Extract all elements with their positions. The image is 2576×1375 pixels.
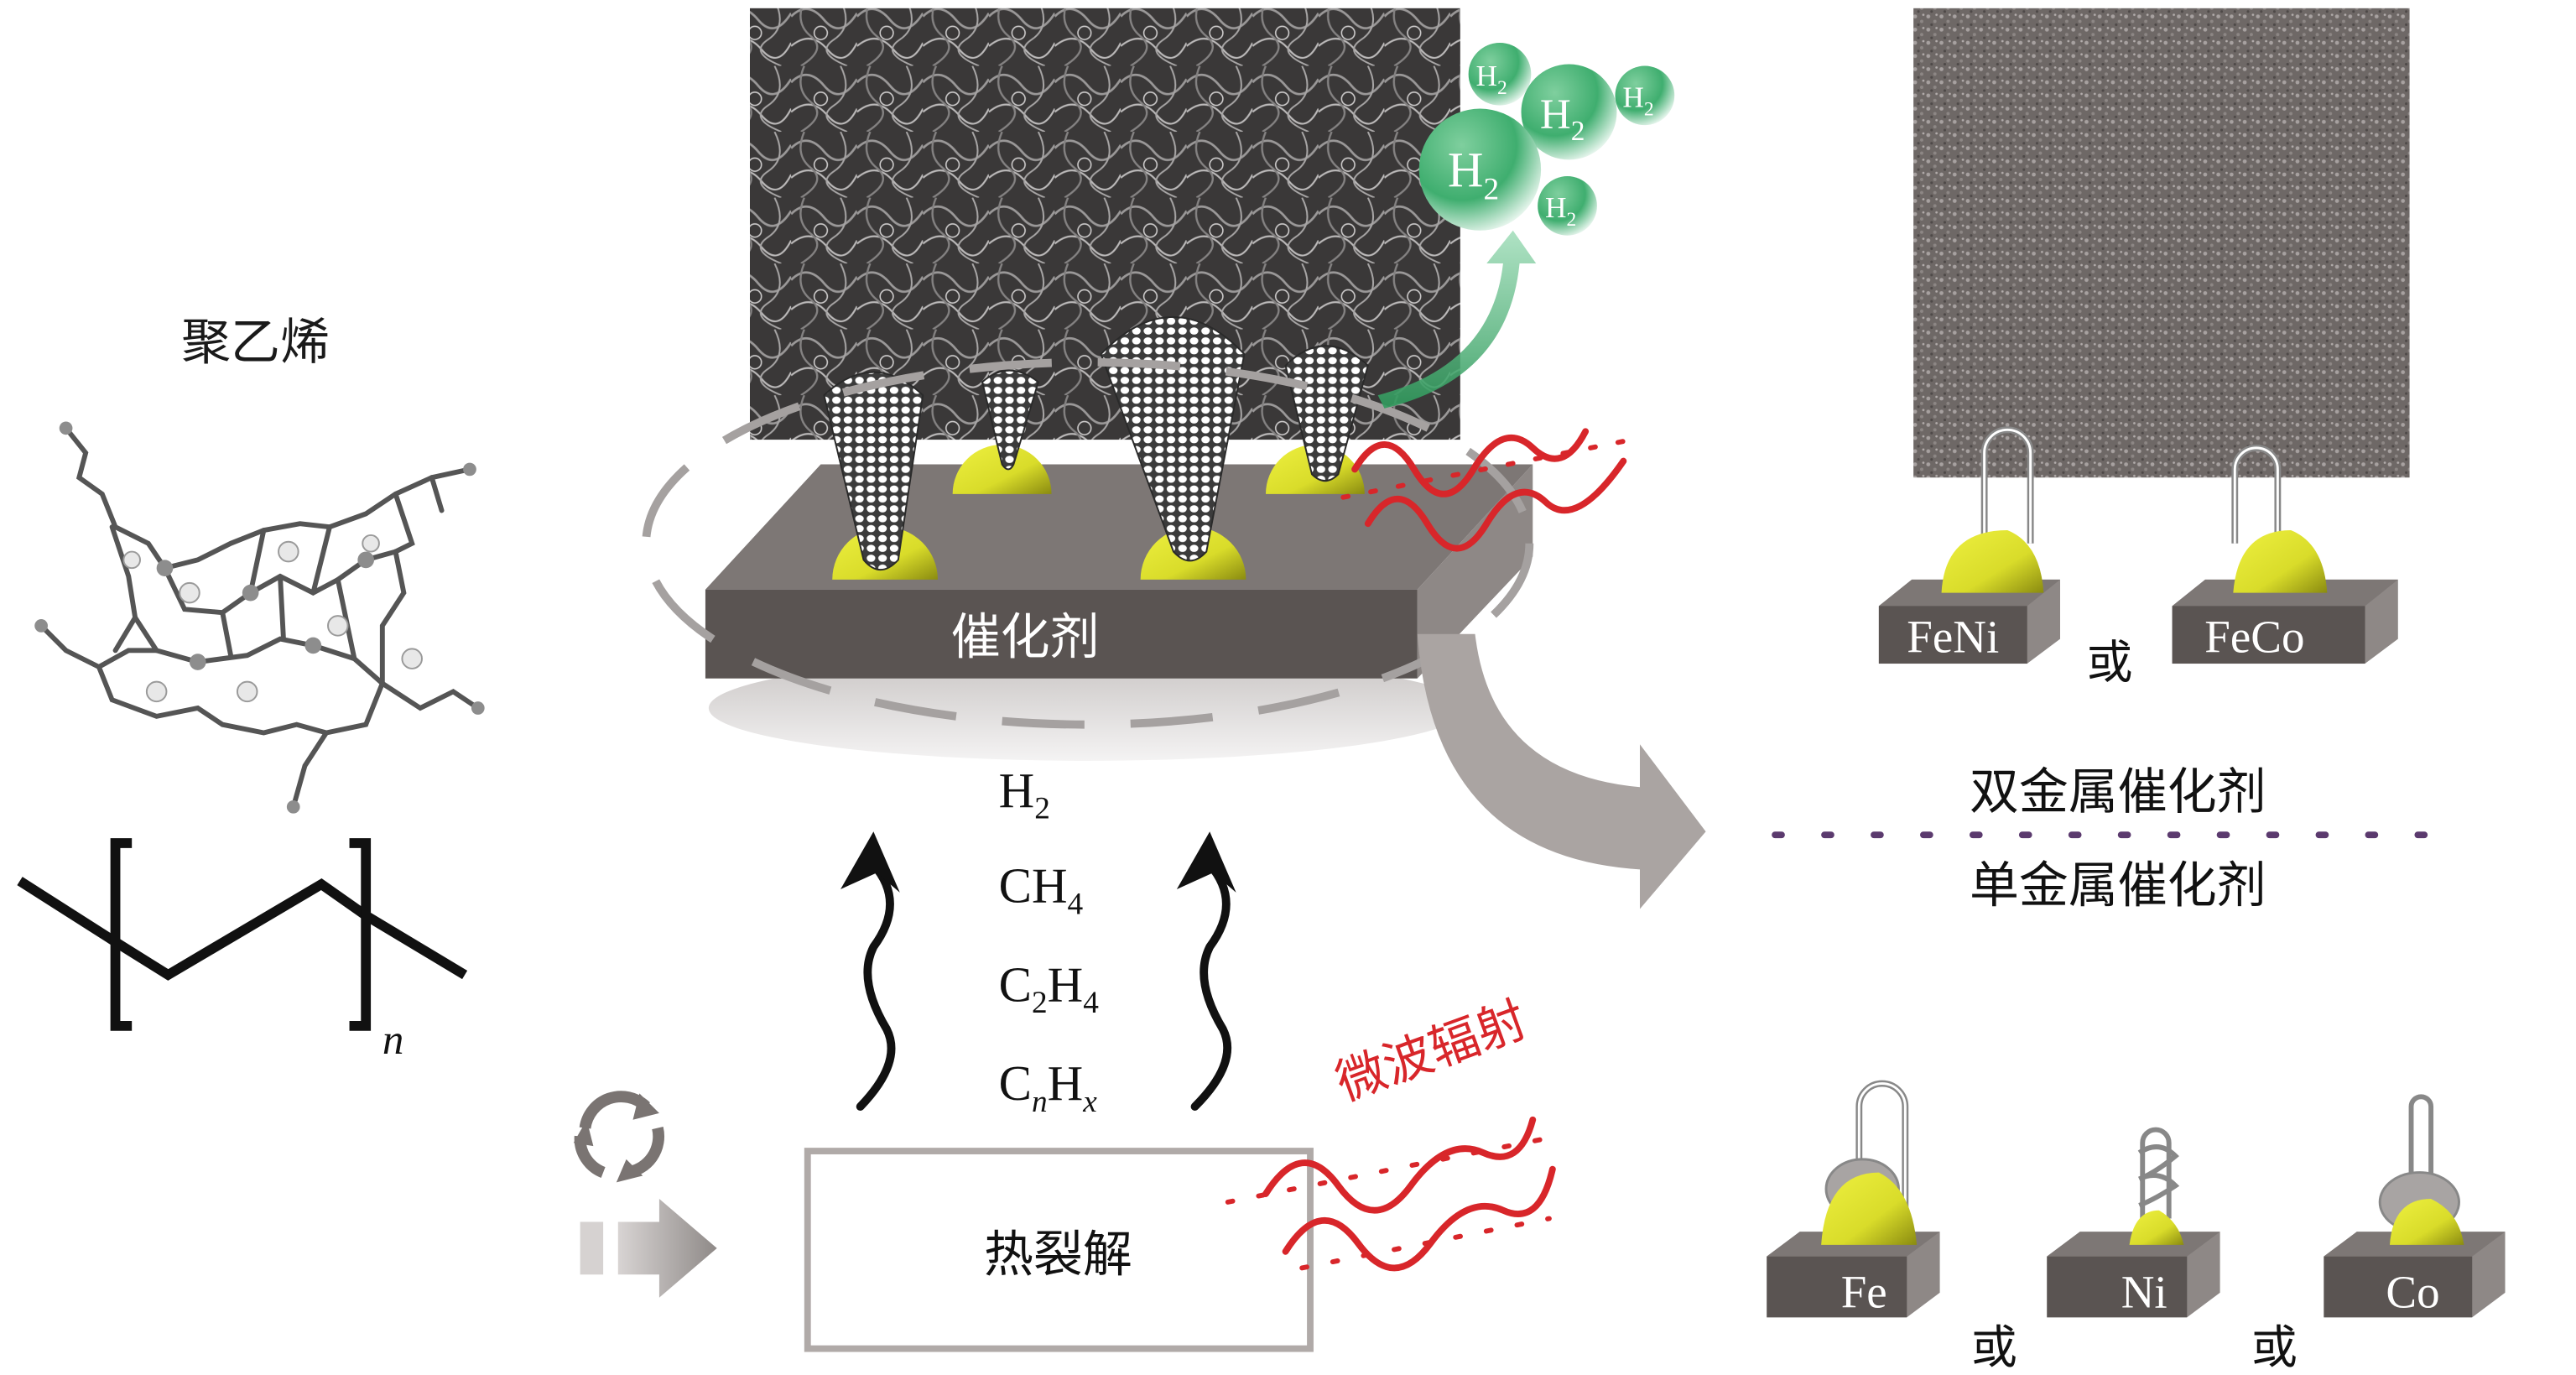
metal-particle	[952, 444, 1052, 494]
catalyst-feni-label: FeNi	[1907, 611, 1999, 662]
svg-text:H2: H2	[1475, 60, 1507, 99]
slab-side-face	[1417, 464, 1533, 679]
polyethylene-structural-formula	[17, 838, 468, 1031]
gas-c2h4: C2H4	[999, 957, 1100, 1020]
catalyst-feco: FeCo	[2172, 444, 2398, 664]
feed-arrow-icon	[580, 1198, 717, 1298]
formula-subscript: x	[1082, 1085, 1097, 1119]
polyethylene-label: 聚乙烯	[181, 313, 330, 371]
formula-subscript: n	[1032, 1085, 1048, 1119]
hydrogen-bubble: H2	[1418, 108, 1542, 231]
gas-ch4: CH4	[999, 859, 1084, 922]
catalyst-fe: Fe	[1767, 1080, 1940, 1318]
or-separator: 或	[1971, 1320, 2017, 1374]
recycle-icon	[573, 1091, 665, 1183]
formula-symbol: H	[1048, 1056, 1084, 1111]
formula-subscript: 4	[1083, 986, 1099, 1020]
catalyst-feco-label: FeCo	[2204, 611, 2304, 662]
microwave-waves-catalyst	[1340, 428, 1627, 552]
or-separator: 或	[2086, 636, 2132, 690]
microwave-waves-pyrolysis	[1225, 1116, 1560, 1272]
wavy-up-arrow	[1190, 860, 1232, 1111]
nanotube	[981, 369, 1039, 471]
nanotube	[823, 371, 924, 571]
catalyst-ni: Ni	[2047, 1127, 2220, 1318]
catalyst-feni: FeNi	[1878, 426, 2061, 664]
slab-front-face	[705, 589, 1418, 679]
svg-text:H2: H2	[1622, 81, 1653, 121]
catalyst-label: 催化剂	[951, 607, 1100, 665]
pyrolysis-panel: 热裂解 微波辐射	[573, 990, 1560, 1352]
nanotube	[1100, 316, 1246, 562]
hydrogen-bubble: H2	[1521, 64, 1617, 160]
pyrolysis-label: 热裂解	[984, 1225, 1132, 1283]
formula-subscript: 2	[1034, 792, 1050, 826]
pyrolysis-gas-list: H2 CH4 C2H4 CnHx	[999, 763, 1100, 1119]
catalyst-panel: 催化剂 H2	[642, 8, 1675, 761]
formula-symbol: H	[999, 763, 1035, 818]
catalyst-fe-label: Fe	[1841, 1267, 1887, 1318]
monometallic-panel: 单金属催化剂 Fe 或 Ni 或	[1767, 857, 2506, 1374]
catalyst-to-types-arrow	[1417, 633, 1706, 909]
catalyst-ni-label: Ni	[2121, 1267, 2167, 1318]
formula-symbol: C	[999, 957, 1032, 1012]
arrow-head	[1176, 831, 1236, 893]
microwave-label: 微波辐射	[1329, 990, 1534, 1112]
polyethylene-panel: 聚乙烯	[17, 313, 485, 1064]
rising-gas-arrows	[840, 831, 1236, 1111]
pyrolysis-reactor-box	[804, 1148, 1314, 1352]
svg-text:H2: H2	[1545, 191, 1576, 231]
slab-top-face	[705, 464, 1533, 590]
catalyst-co: Co	[2324, 1094, 2506, 1318]
hydrogen-bubble: H2	[1615, 65, 1675, 126]
svg-text:H2: H2	[1540, 91, 1585, 147]
catalyst-slab: 催化剂	[705, 464, 1533, 679]
hydrogen-bubbles: H2 H2 H2 H2 H2	[1418, 43, 1675, 236]
bimetallic-panel: FeNi 或 FeCo 双金属催化剂	[1878, 8, 2410, 820]
formula-symbol: H	[1048, 957, 1084, 1012]
nanotube	[1284, 345, 1369, 482]
formula-subscript: 2	[1032, 986, 1048, 1020]
arrow-head	[840, 831, 900, 893]
polyethylene-molecule-model	[34, 421, 485, 814]
bimetallic-heading: 双金属催化剂	[1970, 763, 2266, 820]
hydrogen-release-arrow	[1377, 230, 1537, 409]
gas-h2: H2	[999, 763, 1050, 826]
formula-symbol: CH	[999, 859, 1068, 914]
formula-subscript: 4	[1068, 887, 1084, 921]
hydrogen-bubble: H2	[1538, 176, 1597, 236]
svg-text:H2: H2	[1448, 143, 1499, 207]
or-separator: 或	[2251, 1320, 2298, 1374]
slab-shadow	[708, 655, 1467, 761]
reactor-boundary-dashed	[642, 357, 1534, 729]
monometallic-heading: 单金属催化剂	[1970, 857, 2266, 914]
wavy-up-arrow	[856, 860, 896, 1111]
carbon-nanotubes	[823, 316, 1369, 571]
repeat-unit-subscript: n	[382, 1017, 404, 1064]
gas-cnhx: CnHx	[999, 1056, 1098, 1119]
catalyst-co-label: Co	[2386, 1267, 2439, 1318]
hydrogen-bubble: H2	[1468, 43, 1532, 106]
formula-symbol: C	[999, 1056, 1032, 1111]
tem-image-carbon-nanotubes	[1913, 8, 2410, 478]
